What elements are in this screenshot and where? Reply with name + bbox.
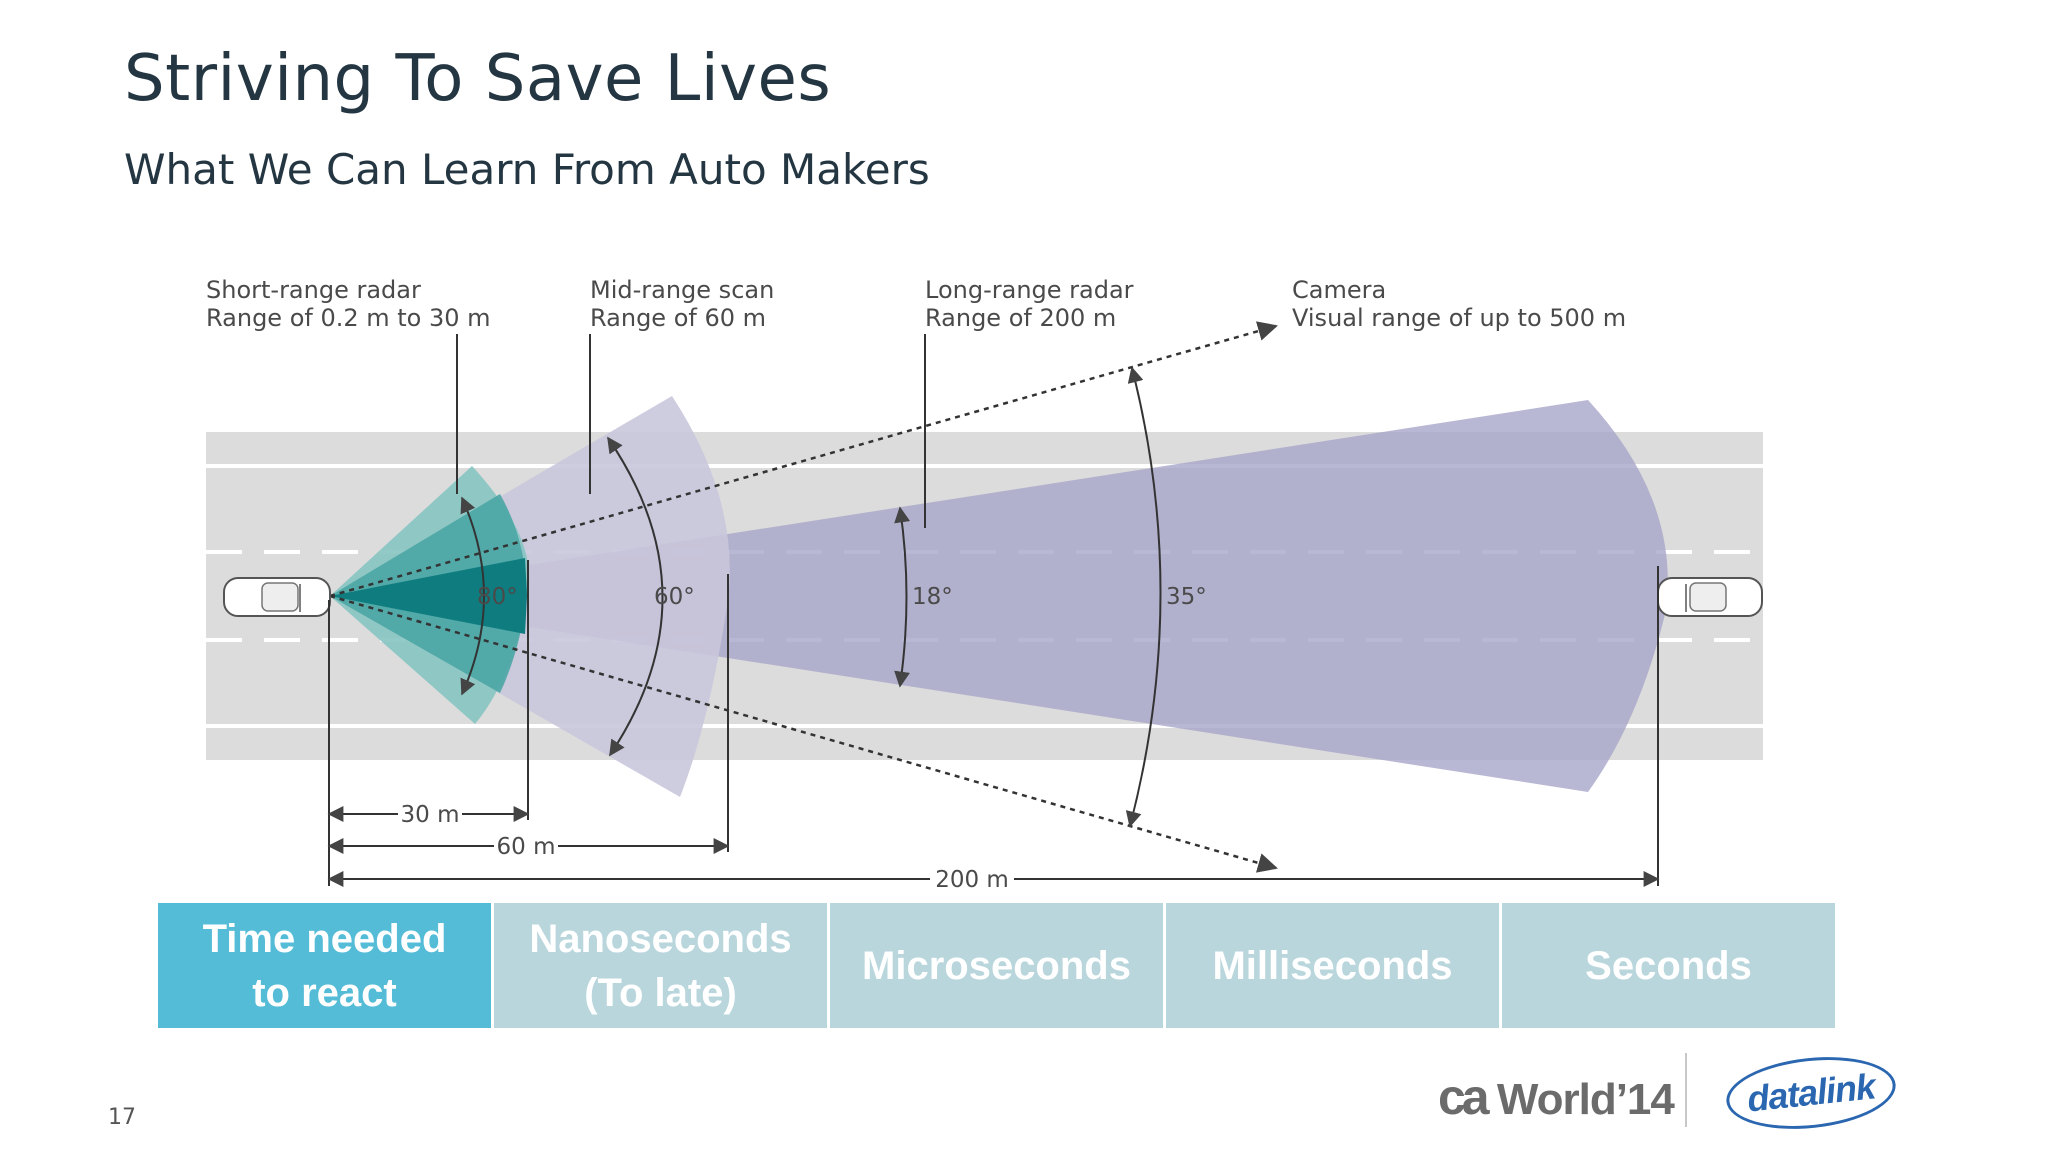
long-range-radar-label: Long-range radar	[925, 276, 1134, 304]
long-range-beam	[330, 400, 1668, 792]
timeline-cell-nanoseconds: Nanoseconds (To late)	[494, 903, 827, 1028]
page-number: 17	[108, 1105, 136, 1130]
angle-label-18: 18°	[912, 584, 953, 610]
timeline-cell-milliseconds: Milliseconds	[1166, 903, 1499, 1028]
mid-range-scan-label: Mid-range scan	[590, 276, 774, 304]
timeline-cell-microseconds: Microseconds	[830, 903, 1163, 1028]
short-range-radar-range: Range of 0.2 m to 30 m	[206, 304, 491, 332]
angle-label-80: 80°	[477, 584, 518, 610]
camera-range: Visual range of up to 500 m	[1292, 304, 1626, 332]
mid-range-scan-range: Range of 60 m	[590, 304, 766, 332]
target-car-icon	[1657, 577, 1763, 617]
reaction-time-timeline: Time needed to react Nanoseconds (To lat…	[158, 903, 1835, 1028]
angle-arc-80	[460, 496, 485, 696]
camera-boundary-bottom	[329, 594, 1278, 873]
slide-subtitle: What We Can Learn From Auto Makers	[124, 145, 930, 194]
mid-range-beam	[330, 396, 730, 797]
camera-boundary-top	[329, 321, 1278, 598]
ca-logo-world: World	[1496, 1075, 1617, 1124]
angle-label-60: 60°	[654, 584, 695, 610]
camera-label: Camera	[1292, 276, 1386, 304]
slide-title: Striving To Save Lives	[124, 42, 832, 116]
ca-world-logo: ca World’14	[1438, 1068, 1675, 1126]
angle-arc-60	[607, 436, 664, 757]
angle-label-35: 35°	[1166, 584, 1207, 610]
short-range-radar-label: Short-range radar	[206, 276, 421, 304]
logo-divider	[1685, 1053, 1687, 1127]
ca-logo-year: ’14	[1615, 1075, 1675, 1124]
timeline-header-cell: Time needed to react	[158, 903, 491, 1028]
ego-car-icon	[223, 577, 331, 617]
timeline-cell-seconds: Seconds	[1502, 903, 1835, 1028]
long-range-radar-range: Range of 200 m	[925, 304, 1116, 332]
angle-arc-18	[894, 506, 911, 688]
short-range-beam-inner	[330, 558, 527, 634]
ca-logo-mark: ca	[1438, 1069, 1490, 1125]
angle-arc-35	[1125, 366, 1162, 828]
dist-200-label: 200 m	[935, 867, 1009, 893]
dist-60-label: 60 m	[497, 834, 556, 860]
datalink-logo-text: datalink	[1745, 1065, 1877, 1120]
dist-30-label: 30 m	[401, 802, 460, 828]
